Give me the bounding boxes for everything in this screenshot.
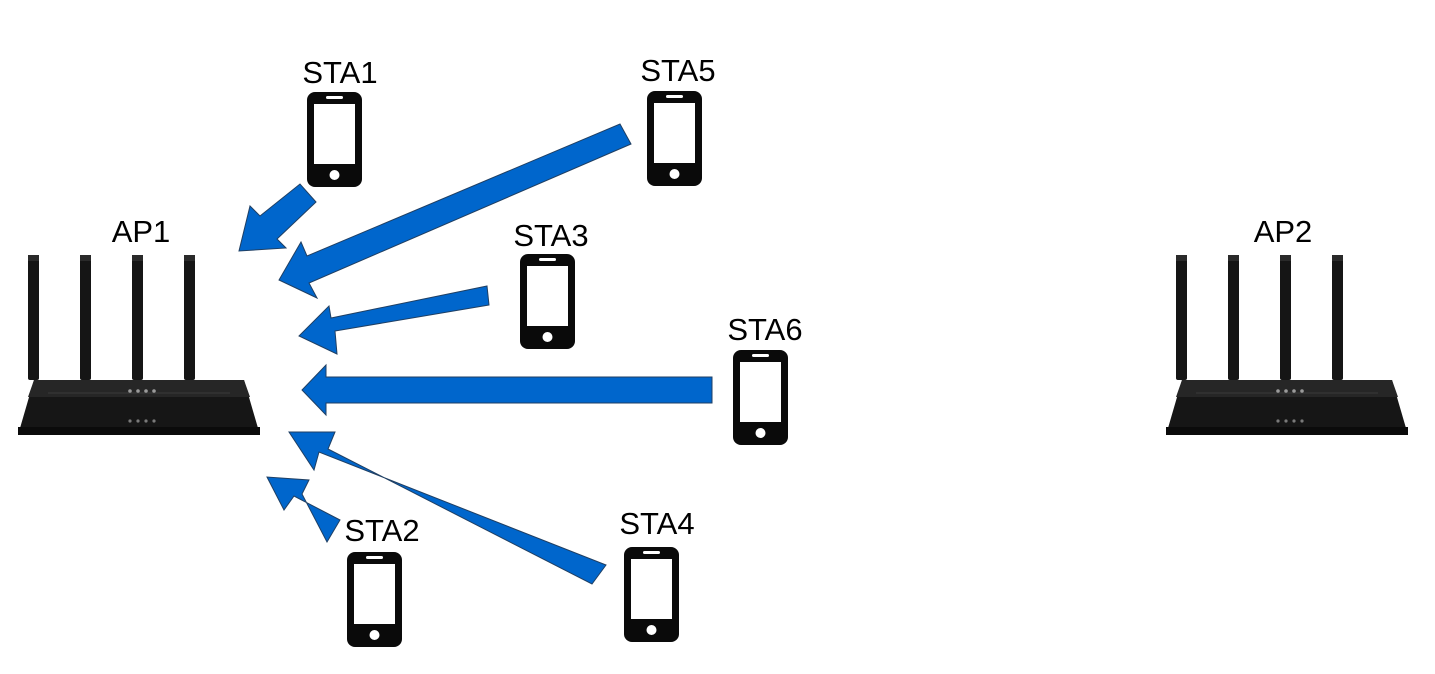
station-sta3: STA3 (513, 218, 589, 349)
ap1-label: AP1 (112, 214, 171, 249)
smartphone-icon (307, 92, 362, 187)
station-sta6: STA6 (727, 312, 803, 445)
station-sta5: STA5 (640, 53, 716, 186)
smartphone-icon (520, 254, 575, 349)
ap2-label: AP2 (1254, 214, 1313, 249)
sta5-label: STA5 (640, 53, 715, 88)
station-sta4: STA4 (619, 506, 695, 642)
sta4-label: STA4 (619, 506, 694, 541)
arrow-sta6-to-ap1 (301, 363, 713, 417)
uplink-arrows (238, 123, 713, 585)
smartphone-icon (624, 547, 679, 642)
access-point-ap1: AP1 (17, 214, 261, 436)
sta6-label: STA6 (727, 312, 802, 347)
router-icon (17, 254, 261, 436)
arrow-sta4-to-ap1 (288, 431, 607, 585)
sta2-label: STA2 (344, 513, 419, 548)
smartphone-icon (347, 552, 402, 647)
router-icon (1165, 254, 1409, 436)
smartphone-icon (647, 91, 702, 186)
arrow-sta5-to-ap1 (278, 123, 632, 300)
sta1-label: STA1 (302, 55, 377, 90)
arrow-sta2-to-ap1 (266, 476, 341, 544)
access-point-ap2: AP2 (1165, 214, 1409, 436)
station-sta2: STA2 (344, 513, 420, 647)
sta3-label: STA3 (513, 218, 588, 253)
arrow-sta1-to-ap1 (238, 183, 317, 252)
smartphone-icon (733, 350, 788, 445)
arrow-sta3-to-ap1 (298, 285, 490, 355)
station-sta1: STA1 (302, 55, 378, 187)
